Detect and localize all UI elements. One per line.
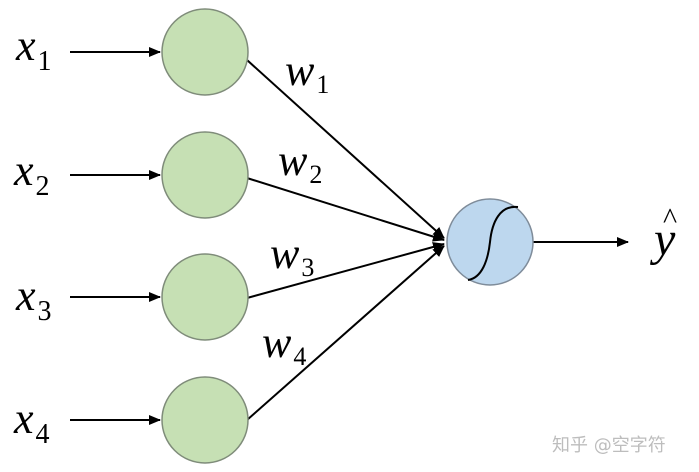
output-label: y — [649, 213, 676, 266]
input-node-1 — [161, 8, 249, 96]
input-node-2 — [161, 131, 249, 219]
weight-edge-2 — [246, 177, 445, 242]
input-label-2: x2 — [13, 146, 50, 202]
weight-edge-1 — [246, 59, 445, 239]
weight-label-3: w3 — [270, 229, 314, 282]
weight-edge-4 — [246, 245, 445, 421]
watermark: 知乎 @空字符 — [552, 435, 666, 456]
sigmoid-curve-icon — [467, 205, 519, 281]
input-label-3: x3 — [15, 271, 52, 327]
input-node-3 — [161, 253, 249, 341]
weight-label-4: w4 — [262, 318, 306, 371]
output-hat: ^ — [663, 202, 677, 235]
weight-label-2: w2 — [278, 136, 322, 189]
input-label-1: x1 — [15, 21, 52, 77]
input-node-4 — [161, 376, 249, 464]
input-label-4: x4 — [13, 394, 50, 450]
weight-edge-3 — [246, 242, 445, 299]
weight-label-1: w1 — [285, 46, 329, 99]
